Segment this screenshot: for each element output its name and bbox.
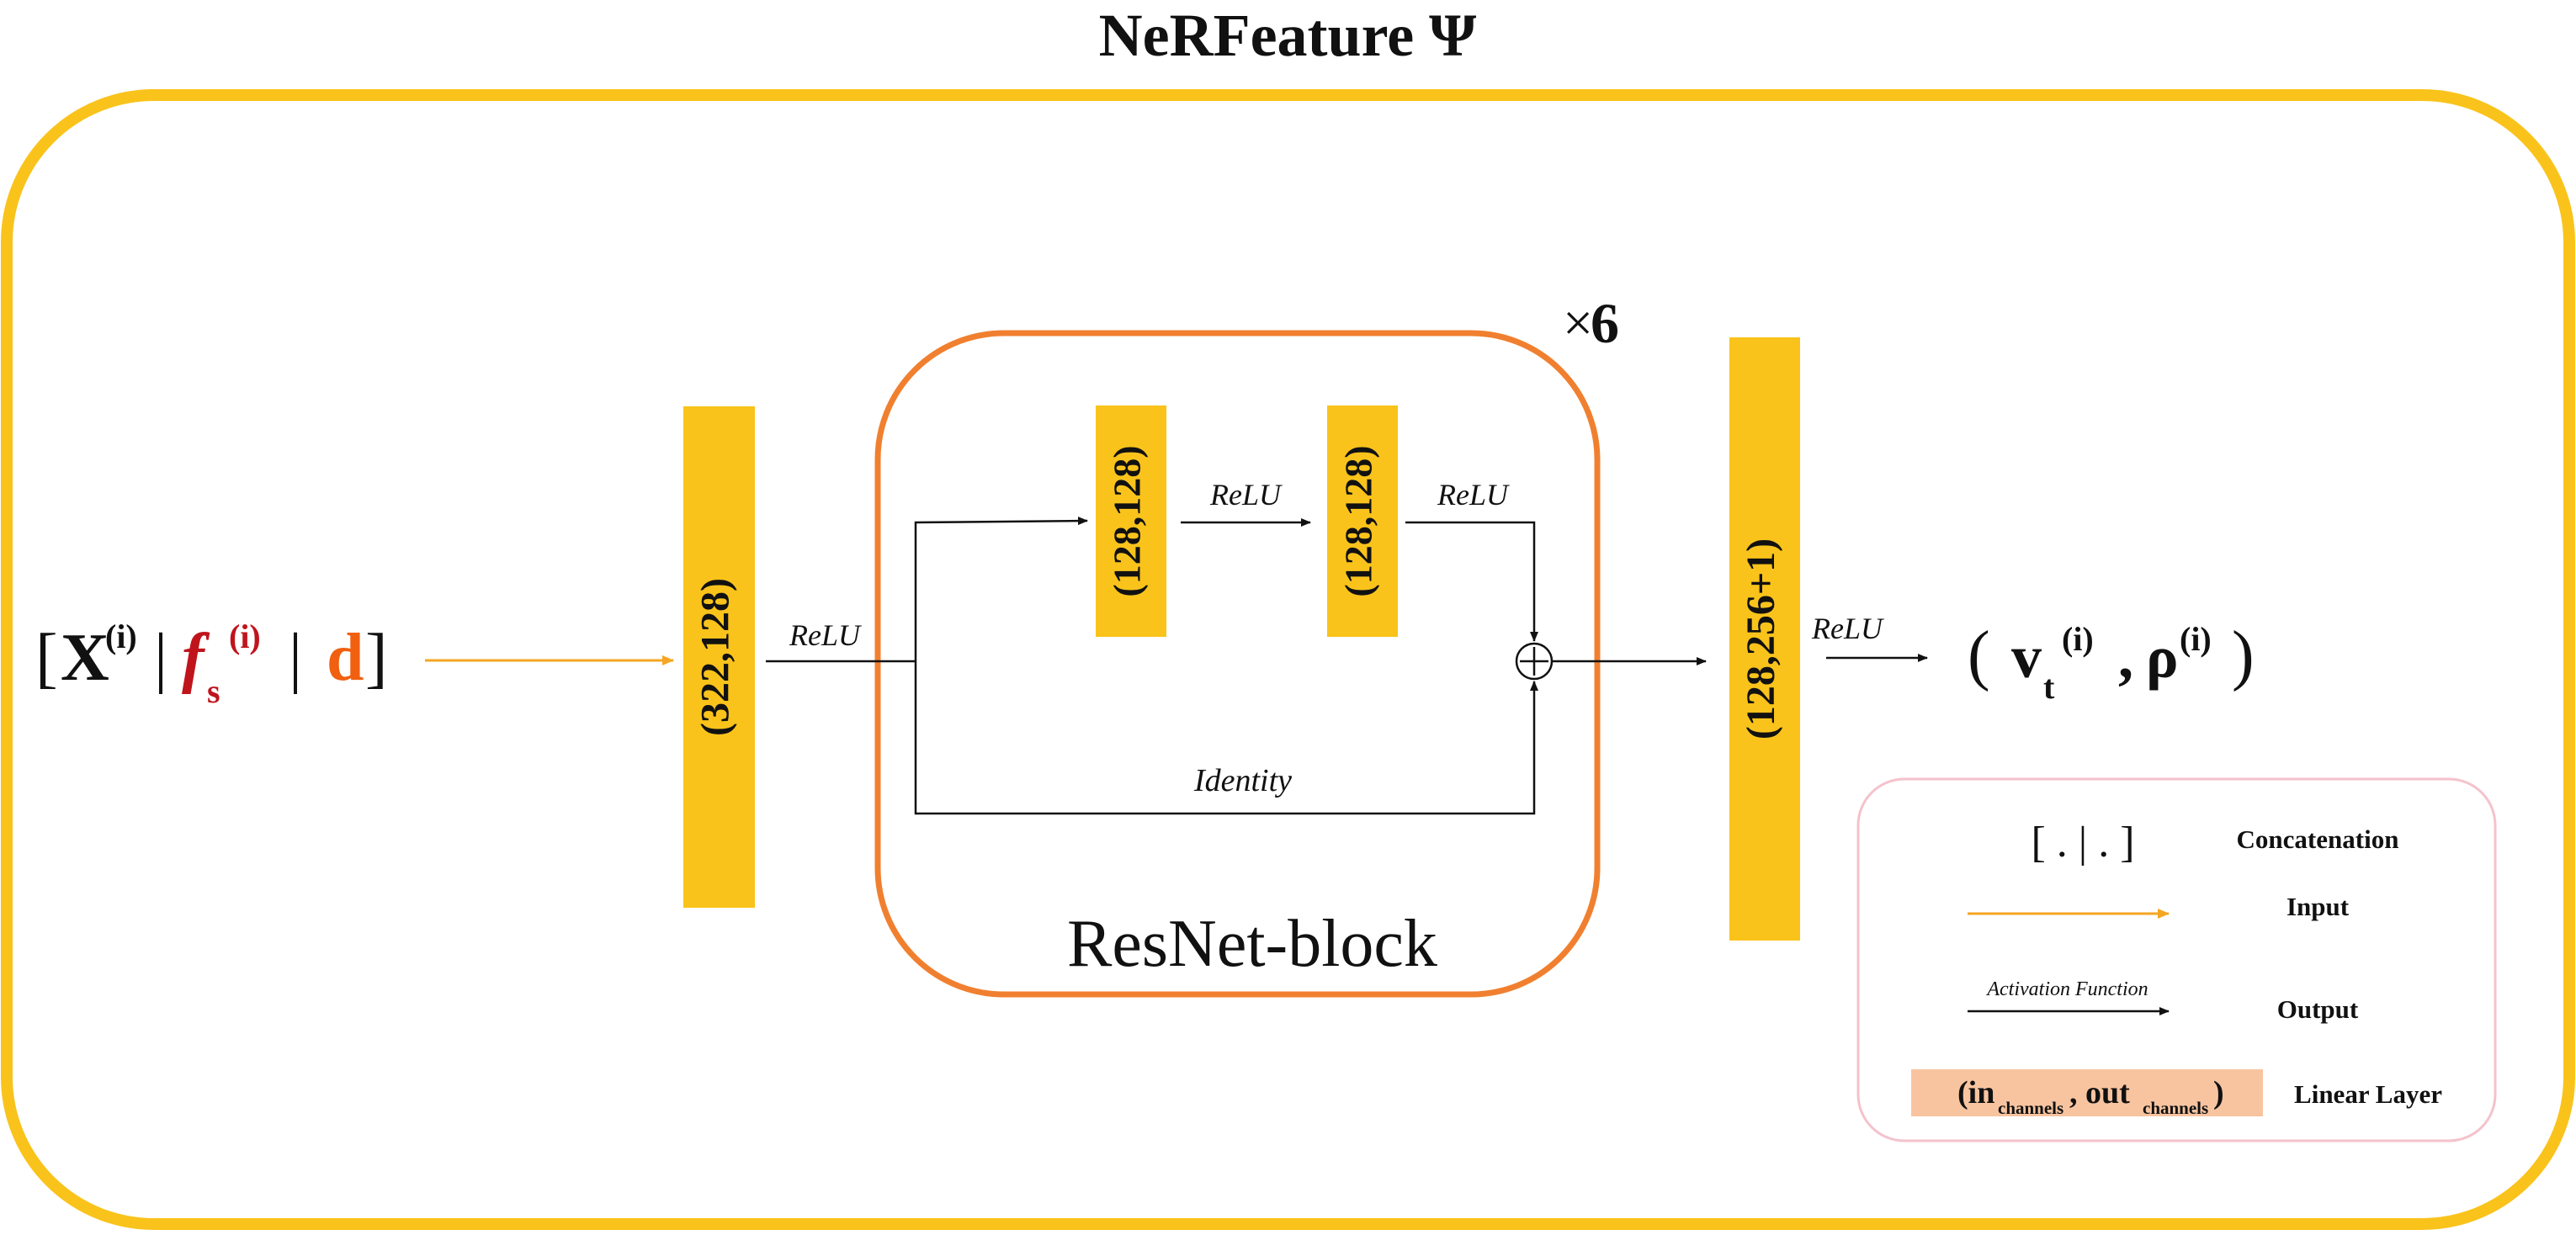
legend-layer-swatch	[1911, 1069, 2263, 1116]
legend-activation-text: Activation Function	[1985, 978, 2148, 1000]
legend-layer-text: (in channels , out channels )	[1957, 1075, 2224, 1118]
output-close-paren: )	[2232, 618, 2255, 692]
relu-label-3: ReLU	[1437, 478, 1510, 511]
repeat-count: 6	[1591, 291, 1619, 355]
legend-layer-sub2: channels	[2143, 1098, 2208, 1118]
input-f: f	[182, 621, 210, 695]
relu-label-2: ReLU	[1209, 478, 1283, 511]
output-rho: ρ	[2146, 623, 2179, 691]
diagram-title: NeRFeature Ψ	[1099, 2, 1477, 69]
linear-layer-res2	[1327, 405, 1398, 637]
input-open-bracket: [	[35, 621, 58, 695]
output-v-sub: t	[2043, 668, 2055, 706]
output-comma: ,	[2118, 623, 2133, 691]
layer-label-input: (322,128)	[693, 578, 738, 736]
input-x: X	[61, 621, 109, 695]
legend: [ . | . ] Concatenation Input Activation…	[1856, 777, 2497, 1142]
identity-label: Identity	[1193, 763, 1292, 798]
resnet-block-border	[874, 330, 1601, 998]
linear-layer-output	[1729, 337, 1800, 941]
relu-arrow-3	[1405, 521, 1538, 642]
output-expression: ( v t (i) , ρ (i) )	[1968, 618, 2255, 706]
input-separator-1: |	[154, 621, 167, 695]
input-separator-2: |	[289, 621, 302, 695]
input-f-sup: (i)	[229, 618, 261, 655]
legend-concat-label: Concatenation	[2237, 824, 2399, 854]
relu-label-1: ReLU	[789, 618, 862, 652]
legend-input-label: Input	[2287, 892, 2350, 921]
resnet-block-label: ResNet-block	[1067, 907, 1437, 981]
outer-frame	[1, 89, 2575, 1230]
linear-layer-res1	[1096, 405, 1166, 637]
linear-layer-input	[683, 406, 755, 908]
input-d: d	[327, 621, 364, 695]
input-f-sub: s	[207, 672, 220, 710]
output-v-sup: (i)	[2062, 620, 2094, 658]
repeat-times-symbol: ×	[1563, 293, 1593, 352]
layer-label-res1: (128,128)	[1106, 445, 1149, 596]
branch-to-res1	[914, 517, 1088, 661]
legend-layer-open: (in	[1957, 1075, 1994, 1110]
input-x-sup: (i)	[105, 618, 137, 655]
output-open-paren: (	[1968, 618, 1990, 692]
legend-output-label: Output	[2277, 994, 2359, 1024]
input-close-bracket: ]	[365, 621, 388, 695]
legend-layer-sub1: channels	[1998, 1098, 2063, 1118]
layer-label-output: (128,256+1)	[1739, 538, 1783, 739]
relu-label-4: ReLU	[1811, 612, 1884, 645]
layer-label-res2: (128,128)	[1337, 445, 1380, 596]
legend-layer-mid: , out	[2069, 1075, 2130, 1110]
legend-layer-close: )	[2213, 1075, 2224, 1110]
output-v: v	[2011, 623, 2042, 691]
legend-border	[1856, 777, 2497, 1142]
identity-path	[914, 661, 1538, 815]
legend-concat-symbol: [ . | . ]	[2031, 819, 2134, 867]
output-rho-sup: (i)	[2180, 620, 2212, 658]
legend-layer-label: Linear Layer	[2294, 1079, 2442, 1109]
input-expression: [ X (i) | f s (i) | d ]	[35, 618, 388, 710]
